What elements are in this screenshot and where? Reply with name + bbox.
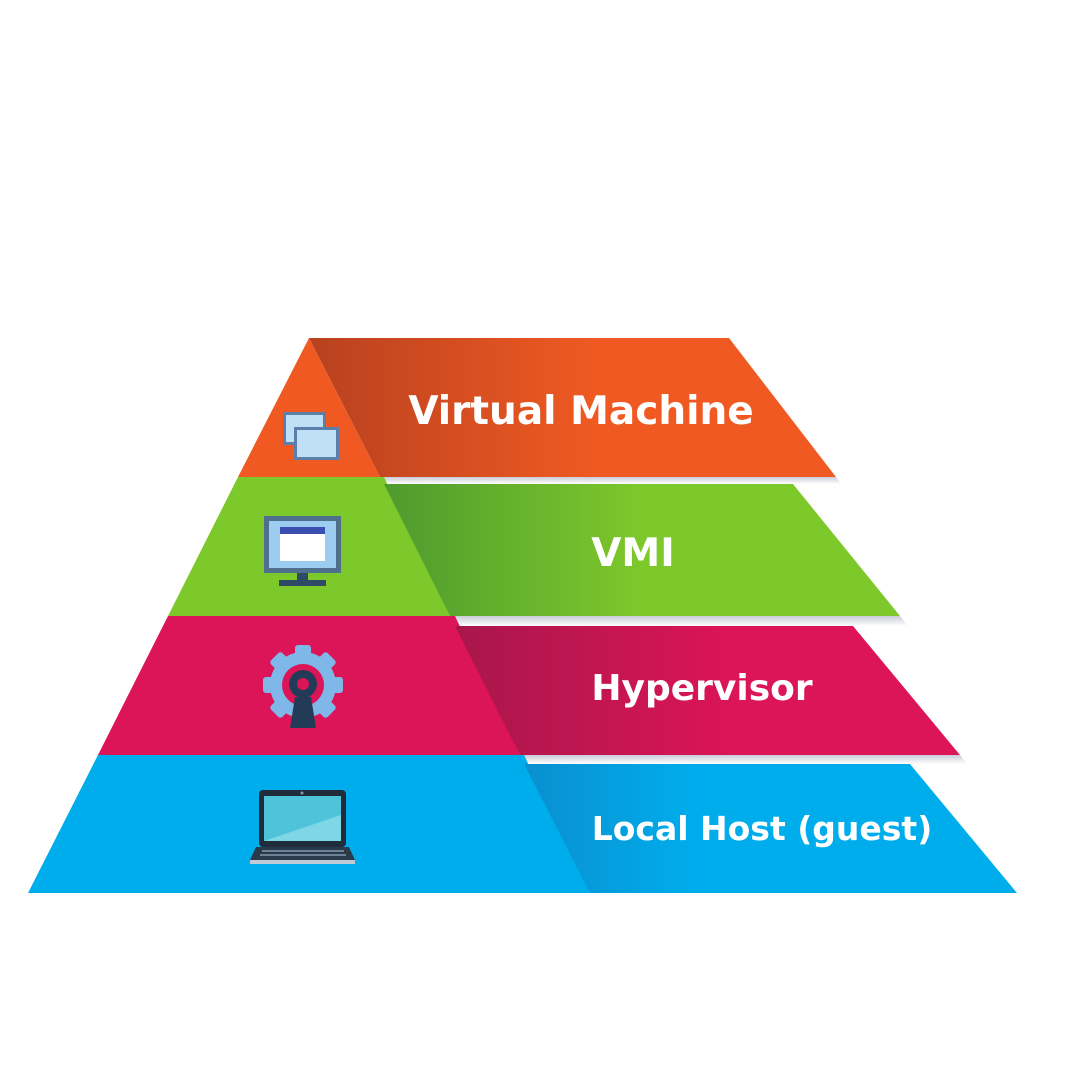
layer-hypervisor-label: Hypervisor — [591, 668, 813, 709]
layer-separator — [450, 616, 908, 626]
layer-local-host-label: Local Host (guest) — [592, 809, 933, 848]
layer-virtual-machine-band — [309, 338, 836, 477]
layer-hypervisor-band — [455, 626, 960, 755]
layer-vmi: VMI — [168, 477, 900, 616]
layer-vmi-band — [384, 484, 900, 616]
layer-virtual-machine-label: Virtual Machine — [408, 389, 753, 434]
laptop-icon — [250, 790, 355, 864]
layer-virtual-machine: Virtual Machine — [238, 338, 836, 477]
layer-hypervisor: Hypervisor — [98, 616, 960, 755]
layer-separator — [380, 477, 841, 484]
layer-separator — [520, 755, 967, 764]
gear-keyhole-icon — [263, 645, 343, 728]
layer-virtual-machine-front — [238, 338, 380, 477]
windows-icon — [283, 412, 339, 460]
layer-vmi-label: VMI — [591, 531, 675, 576]
layer-local-host: Local Host (guest) — [28, 755, 1017, 893]
layer-local-host-band — [524, 764, 1017, 893]
monitor-icon — [264, 516, 341, 586]
